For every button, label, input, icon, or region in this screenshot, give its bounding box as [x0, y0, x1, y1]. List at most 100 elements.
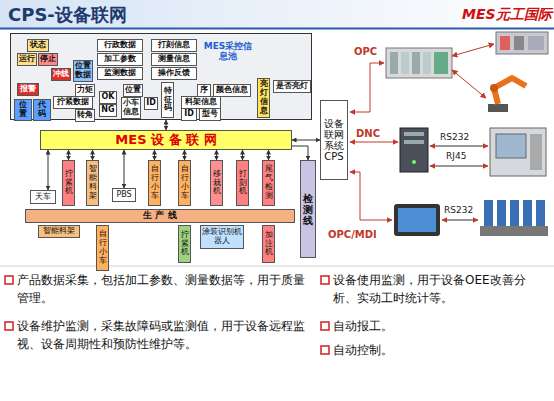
- opc-wire: [350, 63, 384, 112]
- bullet-text: 设备使用监测，用于设备OEE改善分析、实动工时统计等。: [333, 271, 549, 307]
- process-box: 加工参数: [97, 53, 143, 66]
- title: CPS-设备联网: [8, 3, 127, 26]
- box-text: 尾气检测: [265, 165, 273, 200]
- box-text: 型号: [202, 110, 218, 119]
- process-box: 操作反馈: [151, 67, 197, 80]
- box-text: 特征码: [164, 87, 172, 113]
- protocol-label: DNC: [356, 127, 380, 140]
- protocol-label: RS232: [440, 132, 469, 144]
- connector: [268, 150, 269, 160]
- bullet-text: 产品数据采集，包括加工参数、测量数据等，用于质量管理。: [17, 271, 309, 307]
- process-box: 行政数据: [97, 39, 143, 52]
- box-text: 颜色信息: [216, 86, 248, 95]
- box-text: 料架信息: [185, 98, 217, 107]
- box-text: 位置: [125, 86, 141, 95]
- vertical-box: 特征码: [161, 82, 174, 118]
- box-text: 加注机: [265, 231, 273, 257]
- process-box: ID: [144, 97, 158, 110]
- box-text: 智能料架: [89, 165, 97, 200]
- connector: [292, 140, 320, 141]
- process-box: 智能料架: [38, 225, 80, 238]
- cnc-icon: [490, 128, 546, 176]
- box-text: 拧紧机: [65, 170, 73, 196]
- vertical-box: 打刻机: [236, 160, 249, 206]
- box-text: 生 产 线: [143, 211, 176, 221]
- process-box: 是否亮灯: [273, 80, 311, 93]
- rs232-wire: [430, 146, 488, 147]
- box-text: 天车: [35, 193, 51, 202]
- connector: [68, 150, 69, 160]
- process-box: NG: [99, 104, 117, 117]
- box-text: 停止: [40, 55, 56, 64]
- title-rule: [0, 28, 554, 30]
- connector: [92, 150, 93, 160]
- box-text: 序: [200, 86, 208, 95]
- box-text: 涂装识别机器人: [202, 228, 242, 246]
- box-text: OK: [102, 93, 115, 102]
- box-text: ID: [184, 110, 194, 119]
- connector: [166, 120, 167, 130]
- box-text: 报警: [20, 85, 36, 94]
- vertical-box: 智能料架: [86, 160, 99, 206]
- vertical-box: 移栽机: [210, 160, 223, 206]
- protocol-label: OPC: [354, 45, 377, 58]
- rs232-wire: [442, 220, 478, 221]
- box-text: 加工参数: [104, 55, 136, 64]
- box-text: 转角: [77, 111, 93, 120]
- process-box: 位置: [123, 84, 143, 97]
- box-text: 监测数据: [104, 69, 136, 78]
- box-text: 操作反馈: [158, 69, 190, 78]
- robot-icon: [488, 78, 526, 112]
- process-box: 位置数据: [73, 60, 93, 82]
- bullet-markers: [5, 276, 329, 354]
- plc-conveyor-wire: [452, 44, 494, 56]
- box-text: MES 设 备 联 网: [115, 133, 216, 147]
- dnc-wire: [350, 142, 398, 143]
- info-pool-panel: MES采控信息池状态运行停止冲线位置数据行政数据加工参数监测数据打刻信息测量信息…: [10, 33, 312, 120]
- bullet-text: 自动控制。: [333, 341, 549, 359]
- process-box: 生 产 线: [25, 209, 295, 223]
- process-box: 型号: [199, 108, 221, 121]
- box-text: 测量信息: [158, 55, 190, 64]
- box-text: 检测线: [303, 193, 313, 226]
- box-text: 是否亮灯: [276, 82, 308, 91]
- protocol-label: RS232: [444, 205, 473, 217]
- vertical-box: 自行小车: [96, 225, 109, 271]
- bullet-text: 自动报工。: [333, 317, 549, 335]
- connector: [292, 146, 308, 160]
- process-box: 位置: [14, 99, 32, 121]
- box-text: NG: [101, 106, 114, 115]
- box-text: 自行小车: [181, 165, 189, 200]
- vertical-box: 拧紧机: [178, 225, 191, 263]
- box-text: 运行: [19, 55, 35, 64]
- connector: [242, 150, 243, 160]
- bullet-text: 设备维护监测，采集故障码或监测值，用于设备远程监视、设备周期性和预防性维护等。: [17, 317, 309, 353]
- vertical-box: 加注机: [262, 225, 275, 263]
- process-box: ID: [181, 108, 197, 121]
- process-box: 转角: [75, 109, 95, 122]
- plc-robot-wire: [452, 70, 486, 98]
- vertical-box: 检测线: [300, 160, 316, 258]
- process-box: 监测数据: [97, 67, 143, 80]
- connector: [154, 150, 155, 160]
- box-text: 自行小车: [99, 230, 107, 265]
- box-text: 冲线: [53, 70, 69, 79]
- box-text: 打刻机: [239, 170, 247, 196]
- box-text: 设备联网系统CPS: [322, 118, 346, 162]
- box-text: 智能料架: [43, 227, 75, 236]
- box-text: 拧紧数据: [57, 98, 89, 107]
- box-text: 拧紧机: [181, 231, 189, 257]
- process-box: 测量信息: [151, 53, 197, 66]
- pump-icon: [480, 200, 548, 236]
- box-text: 小车信息: [123, 99, 139, 117]
- box-text: 自行小车: [151, 165, 159, 200]
- process-box: 涂装识别机器人: [200, 225, 244, 249]
- process-box: 小车信息: [121, 97, 141, 119]
- process-box: 停止: [38, 53, 58, 66]
- process-box: 运行: [17, 53, 37, 66]
- box-text: 状态: [30, 41, 46, 50]
- vertical-box: 拧紧机: [62, 160, 75, 206]
- box-text: 亮灯信息: [260, 80, 268, 115]
- opc-mdi-wire: [350, 172, 392, 220]
- process-box: 拧紧数据: [53, 96, 93, 109]
